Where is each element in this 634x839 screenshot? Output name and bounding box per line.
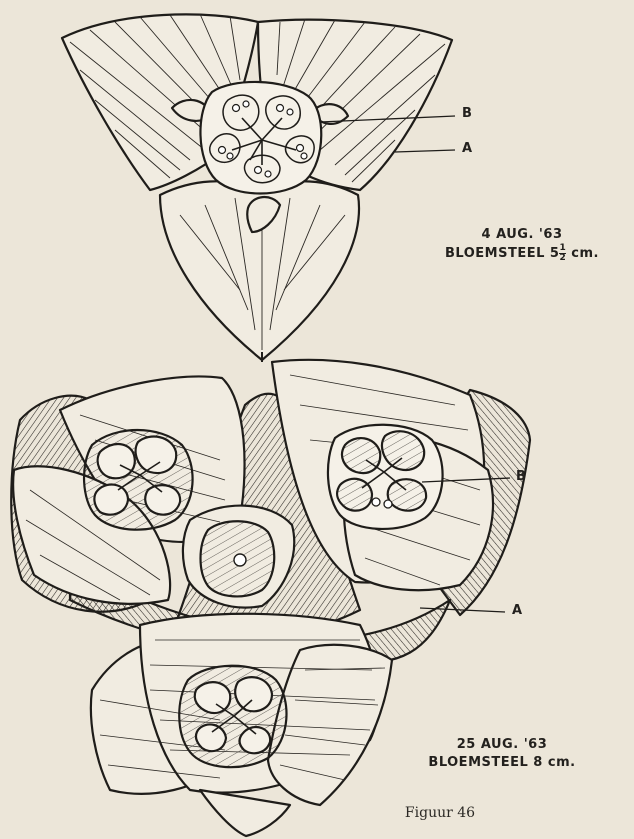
- upper-label-b: B: [462, 106, 472, 121]
- lower-date: 25 AUG. '63: [392, 736, 612, 754]
- upper-cyathium: [200, 82, 321, 194]
- lower-label-a: A: [512, 603, 522, 618]
- upper-stem-word: BLOEMSTEEL: [445, 246, 545, 261]
- upper-label-a: A: [462, 141, 472, 156]
- lower-cyathium-left: [84, 430, 193, 530]
- upper-stem-whole: 5: [550, 246, 560, 261]
- upper-date: 4 AUG. '63: [412, 226, 632, 244]
- fraction-denominator: 2: [559, 253, 566, 263]
- lower-date-label: 25 AUG. '63 BLOEMSTEEL 8 cm.: [392, 736, 612, 772]
- upper-leader-a: [395, 150, 455, 152]
- fraction-numerator: 1: [559, 244, 566, 253]
- upper-stem-unit: cm.: [571, 246, 599, 261]
- lower-stem-length: BLOEMSTEEL 8 cm.: [392, 754, 612, 772]
- upper-inflorescence: [62, 14, 452, 362]
- lower-bract-bottom-tip: [200, 790, 290, 836]
- figure-caption: Figuur 46: [370, 805, 510, 821]
- lower-cyathium-bottom: [179, 666, 286, 767]
- lower-cyathium-center: [201, 521, 275, 596]
- lower-label-b: B: [516, 469, 526, 484]
- lower-cyathium-right: [328, 425, 443, 529]
